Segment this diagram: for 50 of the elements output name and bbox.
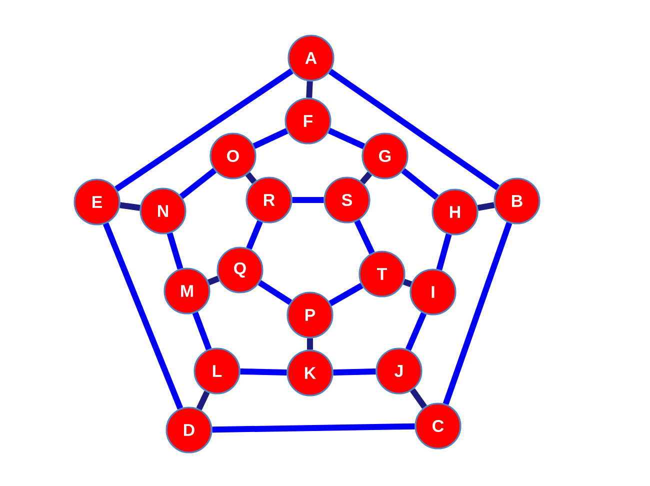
graph-edge bbox=[246, 220, 263, 250]
graph-vertex: L bbox=[194, 348, 240, 394]
graph-edge bbox=[442, 222, 512, 405]
graph-edge bbox=[436, 234, 452, 270]
graph-edge bbox=[240, 368, 287, 376]
graph-vertex: E bbox=[74, 178, 120, 226]
graph-edge bbox=[401, 168, 439, 200]
graph-vertex: F bbox=[284, 98, 332, 144]
graph-edge bbox=[114, 68, 294, 192]
graph-vertex: J bbox=[376, 348, 422, 394]
graph-edge bbox=[328, 68, 500, 190]
graph-vertex: T bbox=[358, 250, 406, 298]
graph-edge bbox=[258, 280, 292, 305]
graph-vertex: D bbox=[166, 406, 212, 454]
graph-vertex: H bbox=[432, 188, 478, 236]
graph-edge bbox=[360, 172, 372, 184]
graph-vertex: R bbox=[246, 176, 292, 224]
graph-edge bbox=[307, 338, 313, 350]
graph-edge bbox=[328, 282, 364, 306]
graph-vertex: M bbox=[164, 268, 210, 314]
graph-edge bbox=[120, 202, 140, 211]
graph-edge bbox=[102, 222, 184, 410]
graph-edge bbox=[192, 312, 212, 350]
graph-vertex: K bbox=[286, 350, 334, 396]
graph-vertex: G bbox=[362, 132, 408, 180]
graph-edge bbox=[166, 232, 184, 270]
graph-edge bbox=[306, 81, 313, 98]
graph-edge bbox=[252, 128, 288, 149]
graph-vertex: P bbox=[286, 292, 334, 338]
graph-edge bbox=[196, 390, 210, 410]
graph-edge bbox=[328, 128, 366, 150]
graph-edge bbox=[333, 368, 376, 376]
graph-edge bbox=[292, 197, 324, 203]
graph-vertex: N bbox=[140, 188, 186, 234]
graph-edge bbox=[477, 202, 495, 211]
graph-vertex: Q bbox=[216, 246, 264, 294]
graph-vertex: S bbox=[324, 176, 370, 224]
graph-edge bbox=[208, 276, 220, 286]
graph-vertex: A bbox=[288, 34, 334, 82]
graph-edge bbox=[405, 312, 427, 351]
graph-vertex: I bbox=[410, 268, 456, 316]
graph-edge bbox=[212, 423, 415, 433]
graph-edge bbox=[245, 172, 257, 184]
graph-vertex: O bbox=[210, 132, 256, 180]
graph-edge bbox=[179, 168, 217, 199]
graph-edge bbox=[402, 278, 412, 288]
graph-vertex: C bbox=[414, 402, 462, 450]
graph-edge bbox=[410, 388, 427, 409]
graph-edge bbox=[354, 220, 375, 254]
graph-vertex: B bbox=[494, 178, 540, 224]
